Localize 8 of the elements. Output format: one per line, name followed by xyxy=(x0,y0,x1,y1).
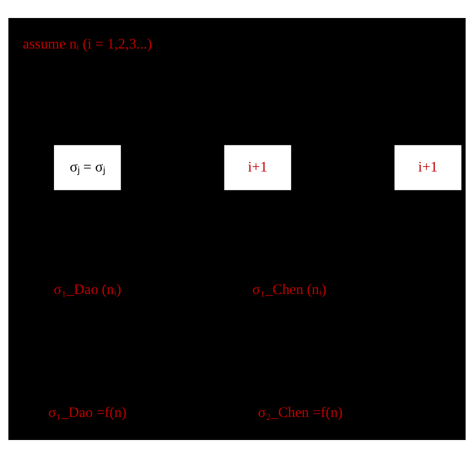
label: assume nᵢ (i = 1,2,3...) xyxy=(22,36,152,52)
node-box: i+1 xyxy=(224,144,292,190)
label: σ₁_Dao (nᵢ) xyxy=(54,282,122,298)
node-box: σⱼ = σⱼ xyxy=(54,144,121,190)
label: σ₂_Chen =f(n) xyxy=(258,404,343,421)
node-box: i+1 xyxy=(394,144,462,190)
label: σ₁_Dao =f(n) xyxy=(48,404,127,421)
label: σ₁_Chen (nᵢ) xyxy=(252,282,326,298)
